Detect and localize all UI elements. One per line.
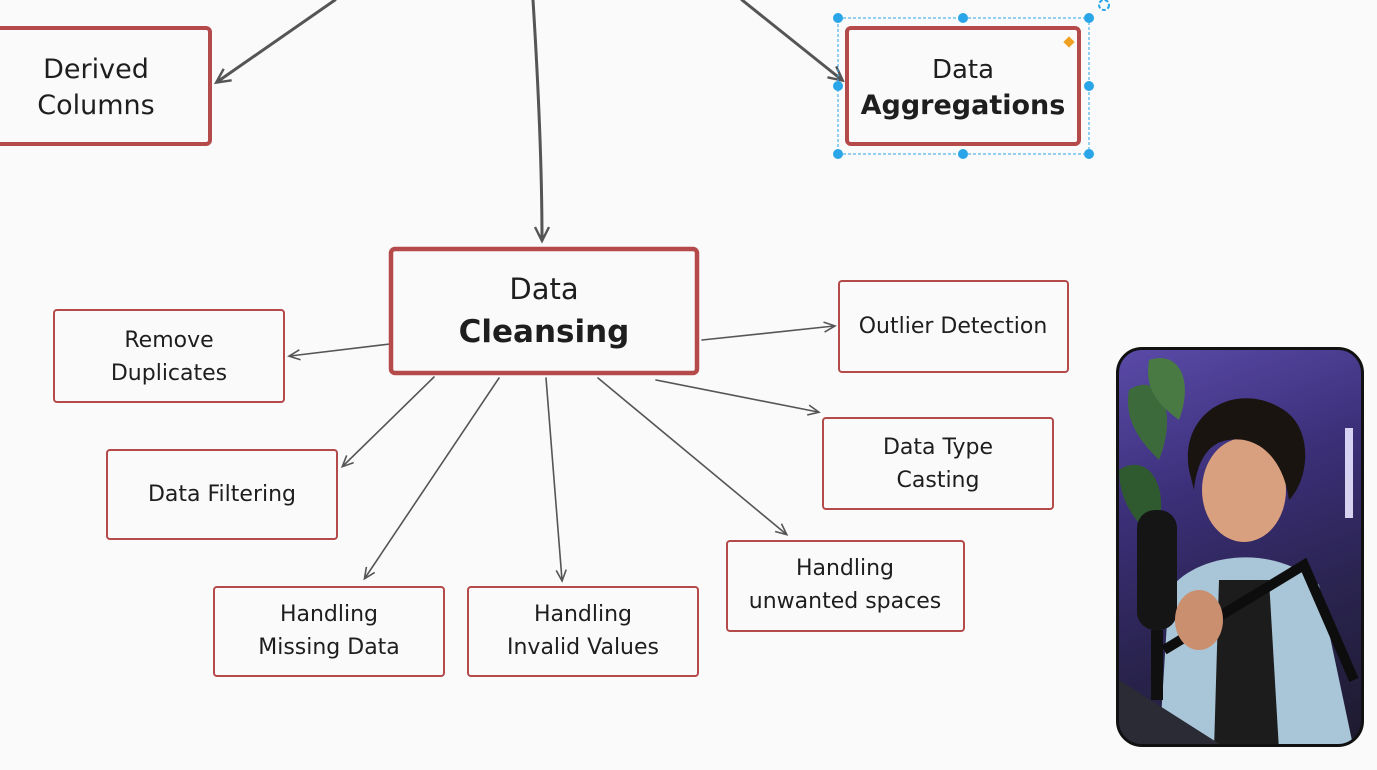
webcam-overlay <box>1116 347 1364 747</box>
node-data-aggregations-line-1: Data <box>932 55 994 85</box>
node-data-filtering-line-1: Data Filtering <box>148 482 296 507</box>
arrow-to-derived-columns <box>217 0 337 82</box>
node-handling-invalid-values-line-1: Handling <box>534 602 632 627</box>
resize-handle[interactable] <box>833 81 843 91</box>
corner-radius-handle[interactable] <box>1063 36 1075 48</box>
node-data-type-casting-line-2: Casting <box>897 468 980 493</box>
arrow-to-data-type-casting <box>655 379 821 416</box>
node-data-cleansing-line-1: Data <box>509 272 578 306</box>
resize-handle[interactable] <box>1084 149 1094 159</box>
svg-text:Outlier Detection: Outlier Detection <box>859 314 1048 339</box>
arrow-to-handling-unwanted-spaces <box>597 377 789 536</box>
node-remove-duplicates-line-2: Duplicates <box>111 361 227 386</box>
node-handling-unwanted-spaces[interactable]: Handling unwanted spaces <box>726 540 965 632</box>
node-derived-columns-line-2: Columns <box>37 90 154 121</box>
node-handling-unwanted-spaces-line-2: unwanted spaces <box>749 589 941 614</box>
arrows-top <box>217 0 842 240</box>
node-data-filtering[interactable]: Data Filtering <box>106 449 338 540</box>
node-data-cleansing-line-2: Cleansing <box>459 314 630 350</box>
node-handling-missing-data-line-2: Missing Data <box>258 635 400 660</box>
node-handling-missing-data-line-1: Handling <box>280 602 378 627</box>
arrow-to-outlier-detection <box>701 321 837 341</box>
node-outlier-detection[interactable]: Outlier Detection <box>838 280 1069 373</box>
arrow-to-handling-missing-data <box>363 377 500 581</box>
arrow-to-data-aggregations <box>740 0 842 80</box>
resize-handle[interactable] <box>1084 13 1094 23</box>
node-derived-columns-line-1: Derived <box>43 54 149 85</box>
node-remove-duplicates-line-1: Remove <box>124 328 213 353</box>
resize-handle[interactable] <box>833 149 843 159</box>
resize-handle[interactable] <box>958 149 968 159</box>
node-handling-unwanted-spaces-line-1: Handling <box>796 556 894 581</box>
resize-handle[interactable] <box>1084 81 1094 91</box>
arrow-to-data-cleansing <box>531 0 542 240</box>
arrows-cleansing <box>287 321 837 583</box>
resize-handle[interactable] <box>958 13 968 23</box>
svg-text:Data Filtering: Data Filtering <box>148 482 296 507</box>
node-data-aggregations-line-2: Aggregations <box>861 90 1066 121</box>
node-outlier-detection-line-1: Outlier Detection <box>859 314 1048 339</box>
presenter-video-icon <box>1119 358 1359 744</box>
arrow-to-handling-invalid-values <box>545 377 567 583</box>
resize-handle[interactable] <box>833 13 843 23</box>
node-data-type-casting-line-1: Data Type <box>883 435 993 460</box>
selection-box[interactable] <box>833 0 1110 159</box>
rotate-handle-icon[interactable] <box>1098 0 1110 11</box>
arrow-to-data-filtering <box>340 376 435 469</box>
arrow-to-remove-duplicates <box>287 343 391 361</box>
node-handling-invalid-values-line-2: Invalid Values <box>507 635 659 660</box>
